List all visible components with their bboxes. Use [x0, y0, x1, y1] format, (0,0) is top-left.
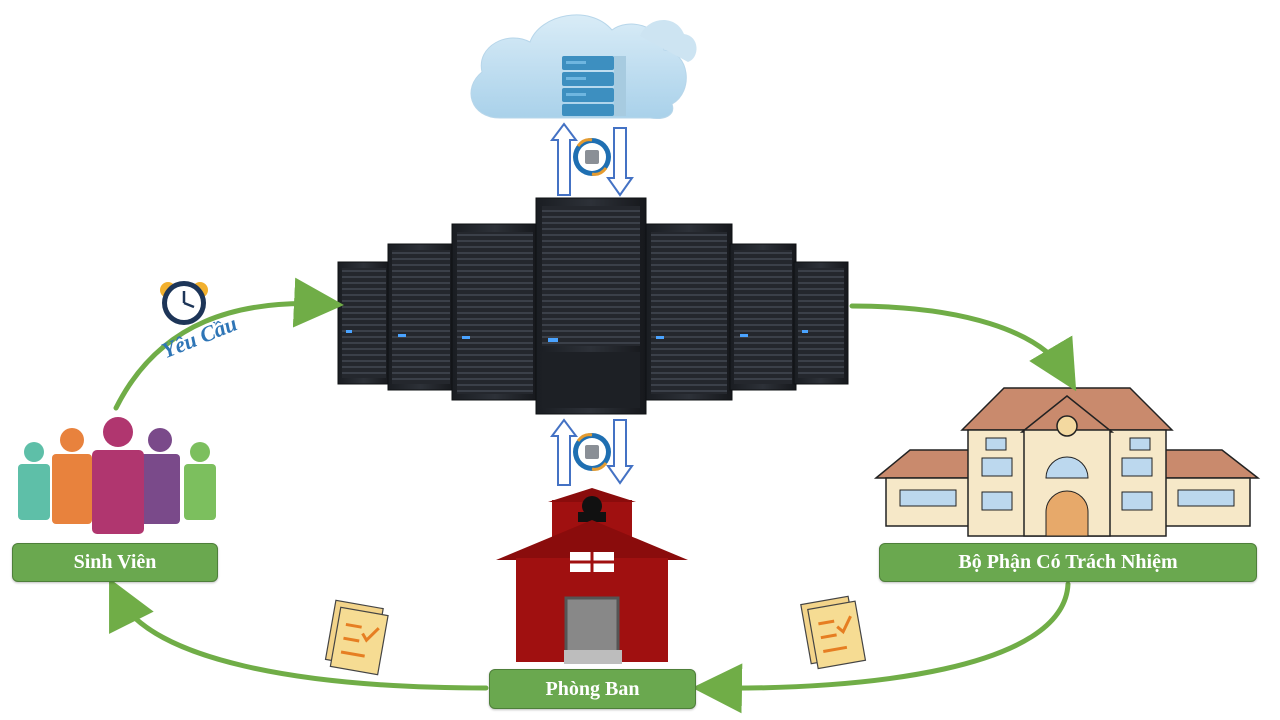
flow-arrows [109, 277, 1077, 714]
document-icon [324, 599, 389, 676]
cloud-server-icon [470, 14, 697, 119]
arrow-students-to-server [113, 277, 344, 411]
school-building-icon [873, 387, 1261, 537]
node-label-responsible-dept: Bộ Phận Có Trách Nhiệm [879, 543, 1257, 582]
network-exchange-icon [573, 138, 611, 176]
alarm-clock-icon [160, 281, 208, 325]
sync-arrows-top [550, 122, 634, 197]
arrow-server-to-responsible [849, 303, 1077, 392]
document-icon [800, 595, 867, 670]
node-label-department: Phòng Ban [489, 669, 696, 709]
network-exchange-icon [573, 433, 611, 471]
people-group-icon [18, 417, 216, 534]
server-rack-icon [337, 197, 849, 415]
sync-arrows-bottom [550, 418, 634, 486]
red-schoolhouse-icon [496, 488, 688, 664]
arrow-responsible-to-department [692, 581, 1071, 714]
node-label-students: Sinh Viên [12, 543, 218, 582]
arrow-department-to-students [109, 578, 489, 691]
